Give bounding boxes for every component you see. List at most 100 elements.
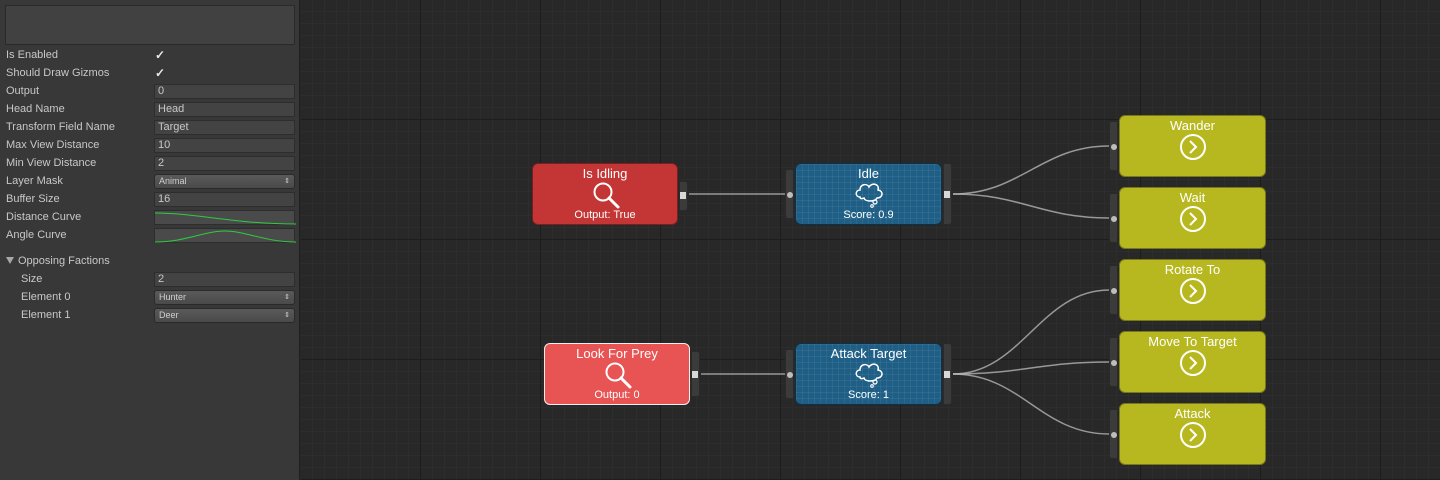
action-arrow-icon [1180, 134, 1206, 160]
dropdown-arrow-icon: ⇕ [284, 294, 290, 301]
head-name-field[interactable]: Head [154, 102, 295, 117]
thought-bubble-icon [855, 183, 883, 208]
node-title: Look For Prey [576, 346, 658, 361]
connection-attack-move [952, 361, 1110, 375]
node-title: Is Idling [582, 166, 628, 181]
action-arrow-icon [1180, 350, 1206, 376]
magnifier-icon [605, 362, 632, 389]
input-port[interactable] [1109, 121, 1118, 171]
connections-layer [688, 145, 1110, 435]
prop-label: Output [6, 85, 40, 97]
prop-label: Layer Mask [6, 175, 63, 187]
description-field[interactable] [5, 5, 295, 45]
port-square-icon [944, 191, 950, 198]
angle-curve-graph [155, 230, 296, 243]
node-rotate-to[interactable]: Rotate To [1119, 259, 1266, 321]
buffer-size-field[interactable]: 16 [154, 192, 295, 207]
foldout-arrow-icon[interactable] [6, 257, 14, 264]
node-wander[interactable]: Wander [1119, 115, 1266, 177]
dropdown-arrow-icon: ⇕ [284, 178, 290, 185]
node-look-for-prey[interactable]: Look For Prey Output: 0 [544, 343, 690, 405]
prop-label: Buffer Size [6, 193, 60, 205]
prop-max-view-distance: Max View Distance 10 [0, 137, 300, 155]
prop-label: Transform Field Name [6, 121, 116, 133]
transform-field-name-field[interactable]: Target [154, 120, 295, 135]
prop-transform-field-name: Transform Field Name Target [0, 119, 300, 137]
prop-label: Size [21, 273, 43, 285]
max-view-distance-field[interactable]: 10 [154, 138, 295, 153]
distance-curve-field[interactable] [154, 210, 296, 225]
graph-canvas[interactable]: Is Idling Output: True Look For Prey Out… [301, 0, 1440, 480]
draw-gizmos-checkbox[interactable]: ✓ [155, 66, 166, 80]
action-arrow-icon [1180, 278, 1206, 304]
node-wait[interactable]: Wait [1119, 187, 1266, 249]
element-1-dropdown[interactable]: Deer ⇕ [154, 308, 295, 323]
node-score: Score: 1 [848, 389, 889, 401]
output-port[interactable] [679, 181, 688, 211]
input-port[interactable] [1109, 337, 1118, 387]
port-square-icon [680, 192, 686, 199]
input-port[interactable] [785, 349, 794, 399]
node-is-idling[interactable]: Is Idling Output: True [532, 163, 678, 225]
prop-distance-curve: Distance Curve [0, 209, 300, 227]
angle-curve-field[interactable] [154, 228, 296, 243]
prop-head-name: Head Name Head [0, 101, 300, 119]
min-view-distance-field[interactable]: 2 [154, 156, 295, 171]
size-field[interactable]: 2 [154, 272, 295, 287]
node-title: Attack Target [830, 346, 907, 361]
action-arrow-icon [1180, 422, 1206, 448]
is-enabled-checkbox[interactable]: ✓ [155, 48, 166, 62]
node-move-to-target[interactable]: Move To Target [1119, 331, 1266, 393]
output-port[interactable] [943, 163, 952, 225]
input-port[interactable] [785, 169, 794, 219]
connection-attack-rotate [952, 289, 1110, 375]
prop-angle-curve: Angle Curve [0, 227, 300, 245]
node-idle[interactable]: Idle Score: 0.9 [795, 163, 942, 225]
inspector-panel: Is Enabled ✓ Should Draw Gizmos ✓ Output… [0, 0, 300, 480]
node-attack[interactable]: Attack [1119, 403, 1266, 465]
prop-label: Element 0 [21, 291, 71, 303]
input-port[interactable] [1109, 265, 1118, 315]
opposing-factions-foldout[interactable]: Opposing Factions [0, 253, 300, 271]
connection-idle-wait [952, 193, 1110, 219]
prop-is-enabled: Is Enabled ✓ [0, 47, 300, 65]
output-port[interactable] [943, 343, 952, 405]
dropdown-value: Hunter [159, 292, 187, 302]
magnifier-icon [593, 182, 620, 209]
prop-element-1: Element 1 Deer ⇕ [0, 307, 300, 325]
port-dot-icon [787, 192, 793, 198]
output-field[interactable]: 0 [154, 84, 295, 99]
prop-label: Min View Distance [6, 157, 97, 169]
node-title: Wait [1179, 190, 1206, 205]
prop-buffer-size: Buffer Size 16 [0, 191, 300, 209]
port-dot-icon [1111, 288, 1117, 294]
layer-mask-dropdown[interactable]: Animal⇕ [154, 174, 295, 189]
input-port[interactable] [1109, 409, 1118, 459]
prop-output: Output 0 [0, 83, 300, 101]
element-0-dropdown[interactable]: Hunter ⇕ [154, 290, 295, 305]
port-dot-icon [1111, 216, 1117, 222]
input-port[interactable] [1109, 193, 1118, 243]
node-title: Move To Target [1148, 334, 1237, 349]
dropdown-value: Deer [159, 310, 179, 320]
port-dot-icon [787, 372, 793, 378]
node-output: Output: 0 [594, 389, 640, 401]
prop-label: Head Name [6, 103, 65, 115]
prop-label: Element 1 [21, 309, 71, 321]
connection-attack-attack [952, 373, 1110, 435]
node-attack-target[interactable]: Attack Target Score: 1 [795, 343, 942, 405]
dropdown-arrow-icon: ⇕ [284, 312, 290, 319]
distance-curve-graph [155, 212, 296, 225]
prop-label: Is Enabled [6, 49, 58, 61]
port-dot-icon [1111, 432, 1117, 438]
prop-size: Size 2 [0, 271, 300, 289]
output-port[interactable] [691, 351, 700, 397]
prop-should-draw-gizmos: Should Draw Gizmos ✓ [0, 65, 300, 83]
prop-layer-mask: Layer Mask Animal⇕ [0, 173, 300, 191]
thought-bubble-icon [855, 363, 883, 388]
port-dot-icon [1111, 360, 1117, 366]
port-dot-icon [1111, 144, 1117, 150]
node-score: Score: 0.9 [843, 209, 894, 221]
node-output: Output: True [574, 209, 636, 221]
prop-element-0: Element 0 Hunter ⇕ [0, 289, 300, 307]
